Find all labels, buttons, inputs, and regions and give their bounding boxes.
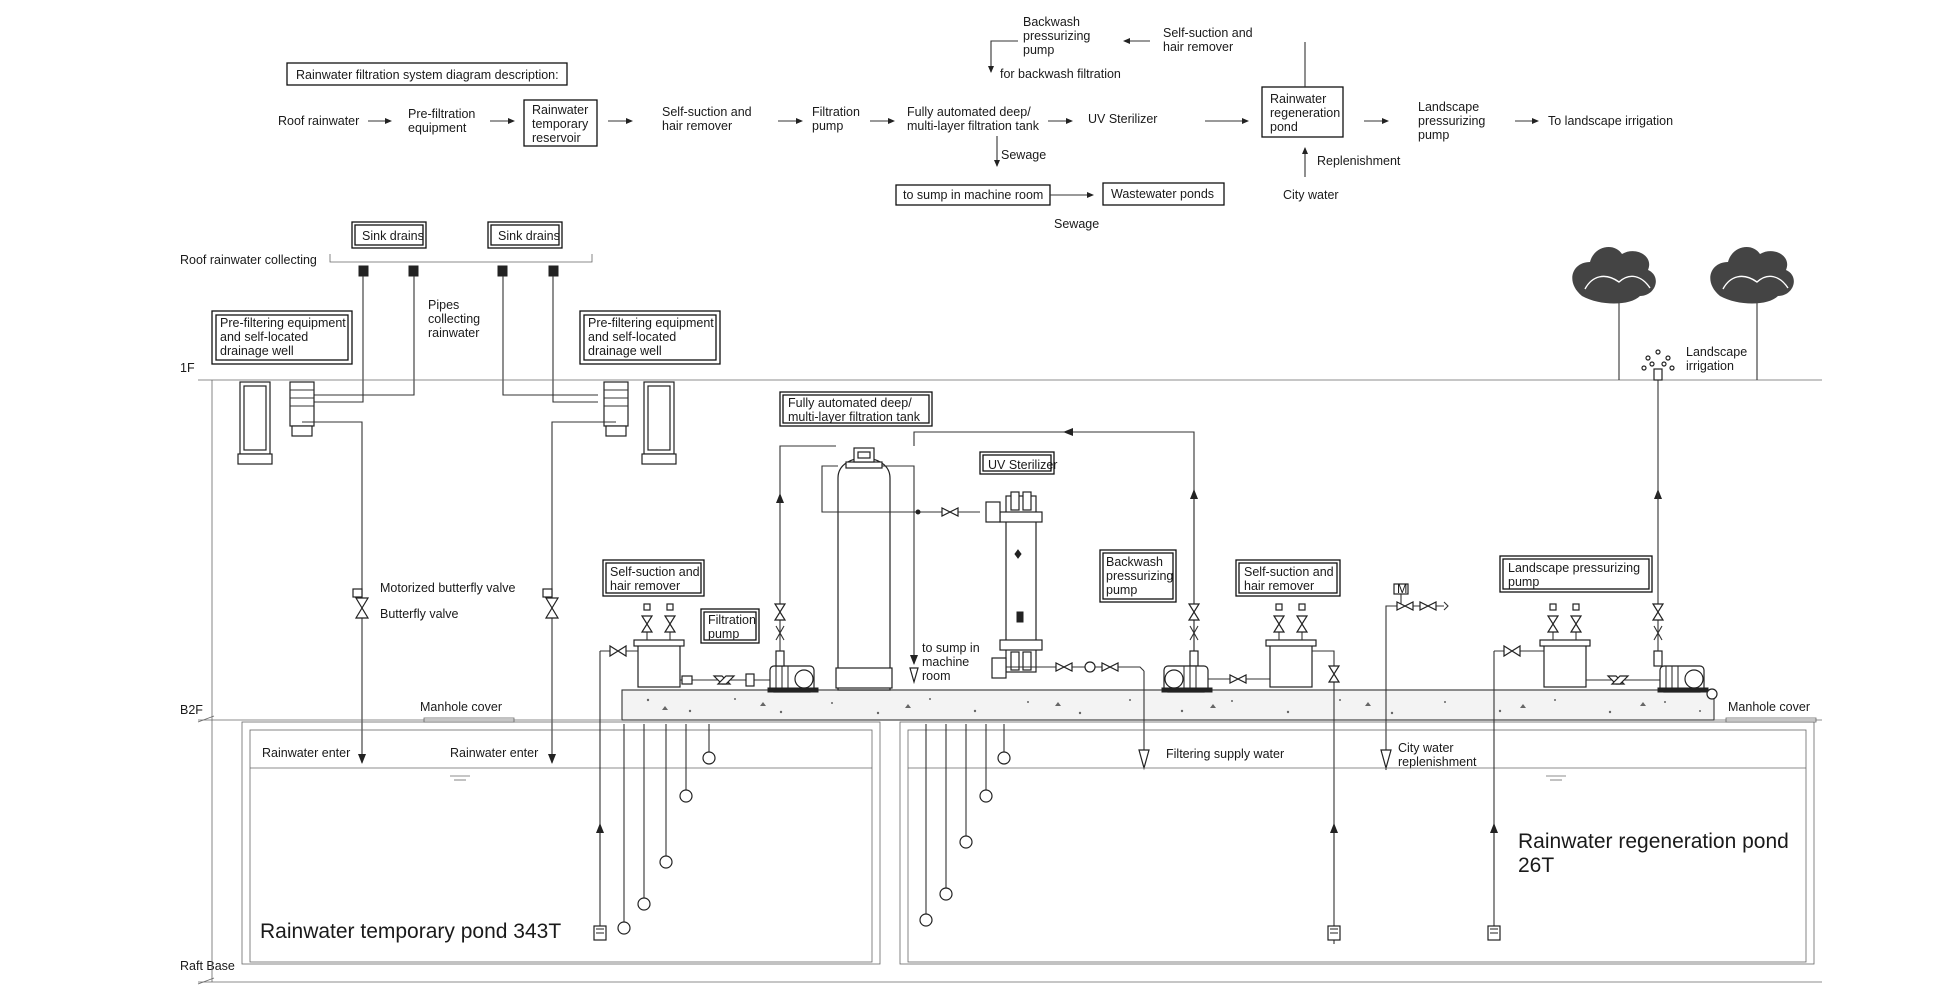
flow-to-sump: to sump in machine room <box>903 188 1043 202</box>
butterfly-valve-label: Butterfly valve <box>380 607 459 621</box>
hair-remover-1 <box>600 603 780 688</box>
roof-area: Roof rainwater collecting Sink drains Si… <box>180 221 1822 764</box>
uv-sterilizer <box>985 491 1145 679</box>
floor-b2f-label: B2F <box>180 703 203 717</box>
flow-description: Rainwater filtration system diagram desc… <box>278 15 1673 231</box>
sprinkler-icon <box>1641 349 1675 381</box>
floor-1f-label: 1F <box>180 361 195 375</box>
sink-drains-label-2: Sink drains <box>498 229 560 243</box>
sink-drains-label-1: Sink drains <box>362 229 424 243</box>
roof-drain-heads <box>358 265 559 277</box>
temporary-pond-label: Rainwater temporary pond 343T <box>260 920 561 943</box>
raft-base-label: Raft Base <box>180 959 235 973</box>
flow-roof-rainwater: Roof rainwater <box>278 114 359 128</box>
flow-uv-sterilizer: UV Sterilizer <box>1088 112 1157 126</box>
flow-sewage-2: Sewage <box>1054 217 1099 231</box>
uv-sterilizer-label: UV Sterilizer <box>988 458 1057 472</box>
roof-collecting-label: Roof rainwater collecting <box>180 253 317 267</box>
ponds: Rainwater enter Rainwater enter Rainwate… <box>180 380 1822 985</box>
filtration-pump <box>712 445 836 693</box>
filtration-tank-label: Fully automated deep/multi-layer filtrat… <box>788 396 921 424</box>
rainwater-enter-label-2: Rainwater enter <box>450 746 538 760</box>
motorized-valve-label: Motorized butterfly valve <box>380 581 516 595</box>
concrete-slab <box>621 689 1715 721</box>
rainwater-enter-label-1: Rainwater enter <box>262 746 350 760</box>
float-switches-regen <box>919 724 1011 927</box>
manhole-cover-label-right: Manhole cover <box>1728 700 1810 714</box>
filtering-supply-label: Filtering supply water <box>1166 747 1284 761</box>
regeneration-pond-label-line1: Rainwater regeneration pond <box>1518 830 1789 853</box>
landscape-pump <box>1651 380 1718 700</box>
motor-label: M <box>1397 582 1407 596</box>
description-title: Rainwater filtration system diagram desc… <box>296 68 559 82</box>
regeneration-pond-outline <box>899 721 1815 965</box>
pre-filter-unit-right <box>560 381 677 465</box>
manhole-cover-label-left: Manhole cover <box>420 700 502 714</box>
flow-filtration-tank: Fully automated deep/multi-layer filtrat… <box>907 105 1040 133</box>
regeneration-pond-label: 26T <box>1518 854 1554 877</box>
flow-to-irrigation: To landscape irrigation <box>1548 114 1673 128</box>
slab-aggregate <box>646 698 1701 715</box>
float-switches-temp <box>617 724 716 935</box>
temporary-pond-outline <box>241 721 881 965</box>
city-water-supply: M <box>1380 582 1449 771</box>
plant-room: B2F Manhole cover Manhole cover Self-suc… <box>180 380 1822 944</box>
hair-remover-3 <box>1494 603 1660 688</box>
pre-filter-unit-left <box>237 381 362 465</box>
flow-replenishment: Replenishment <box>1317 154 1401 168</box>
flow-city-water: City water <box>1283 188 1339 202</box>
backwash-pump <box>1161 603 1270 693</box>
flow-for-backwash: for backwash filtration <box>1000 67 1121 81</box>
valves-left-pipes <box>352 588 560 619</box>
filtration-tank <box>821 447 980 691</box>
hair-remover-2 <box>1265 603 1341 944</box>
flow-arrows <box>368 38 1539 198</box>
flow-wastewater-ponds: Wastewater ponds <box>1111 187 1214 201</box>
tree-icon <box>1572 247 1656 380</box>
tree-icon <box>1710 247 1794 380</box>
flow-sewage-1: Sewage <box>1001 148 1046 162</box>
